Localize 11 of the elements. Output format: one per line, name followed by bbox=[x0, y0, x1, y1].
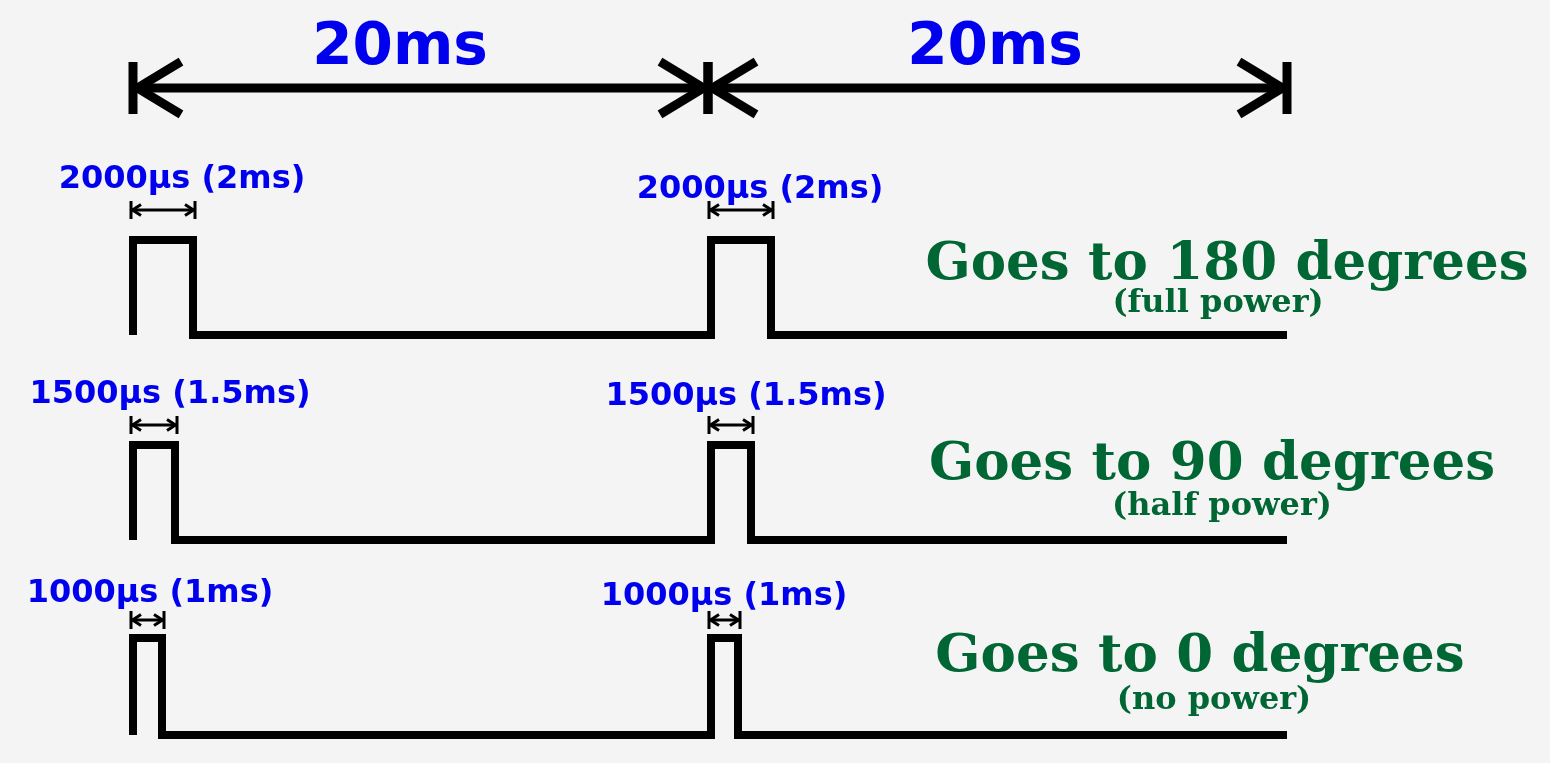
time-label: 1000μs (1ms) bbox=[26, 574, 274, 610]
time-label: 1500μs (1.5ms) bbox=[605, 377, 887, 413]
time-label: 1000μs (1ms) bbox=[600, 577, 848, 613]
time-label: 20ms bbox=[312, 13, 488, 77]
time-label: 2000μs (2ms) bbox=[636, 170, 884, 206]
angle-label: (half power) bbox=[1112, 487, 1332, 523]
angle-label: Goes to 0 degrees bbox=[935, 622, 1465, 682]
time-label: 1500μs (1.5ms) bbox=[29, 375, 311, 411]
angle-label: Goes to 90 degrees bbox=[928, 430, 1496, 490]
time-label: 20ms bbox=[907, 13, 1083, 77]
time-label: 2000μs (2ms) bbox=[58, 160, 306, 196]
